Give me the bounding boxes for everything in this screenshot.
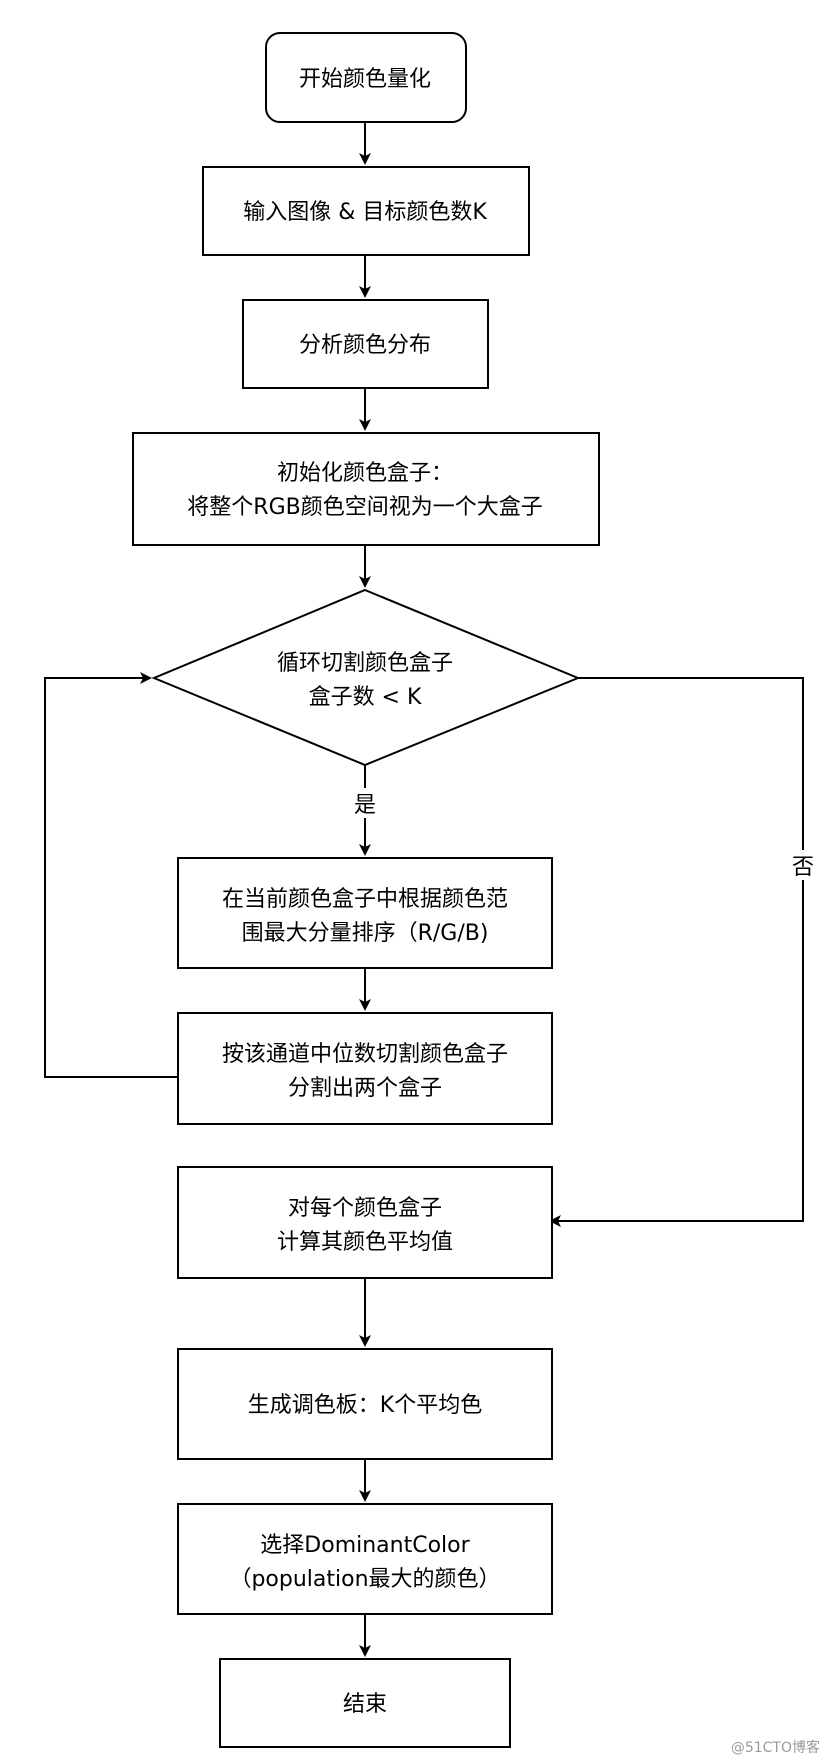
dominant-label-line1: 选择DominantColor	[260, 1533, 470, 1558]
average-label-line2: 计算其颜色平均值	[277, 1230, 453, 1255]
sort-label-line2: 围最大分量排序（R/G/B)	[242, 921, 489, 946]
init-node	[132, 432, 600, 546]
palette-node	[177, 1348, 553, 1460]
average-node	[177, 1166, 553, 1279]
average-label-line1: 对每个颜色盒子	[288, 1196, 442, 1221]
yes-label: 是	[354, 793, 376, 818]
end-label: 结束	[343, 1692, 387, 1717]
sort-label-line1: 在当前颜色盒子中根据颜色范	[222, 887, 508, 912]
dominant-label-line2: （population最大的颜色）	[229, 1567, 500, 1592]
start-node	[265, 32, 467, 123]
watermark: @51CTO博客	[731, 1739, 820, 1756]
no-label: 否	[792, 855, 814, 880]
input-node	[202, 166, 530, 256]
edge-loop-no-to-average	[549, 677, 804, 1227]
analyze-node	[242, 299, 489, 389]
init-label-line1: 初始化颜色盒子：	[277, 461, 453, 486]
loop-label-line1: 循环切割颜色盒子	[277, 651, 453, 676]
loop-label-line2: 盒子数 < K	[309, 685, 422, 710]
analyze-label: 分析颜色分布	[299, 333, 431, 358]
init-label-line2: 将整个RGB颜色空间视为一个大盒子	[187, 495, 542, 520]
edge-split-back-to-loop	[44, 672, 178, 1078]
end-node	[219, 1658, 511, 1748]
split-node	[177, 1012, 553, 1125]
input-label: 输入图像 & 目标颜色数K	[243, 200, 487, 225]
split-label-line2: 分割出两个盒子	[288, 1076, 442, 1101]
start-label: 开始颜色量化	[299, 67, 431, 92]
palette-label: 生成调色板：K个平均色	[248, 1393, 482, 1418]
dominant-node	[177, 1503, 553, 1615]
sort-node	[177, 857, 553, 969]
loop-decision-node	[151, 588, 581, 767]
split-label-line1: 按该通道中位数切割颜色盒子	[222, 1042, 508, 1067]
